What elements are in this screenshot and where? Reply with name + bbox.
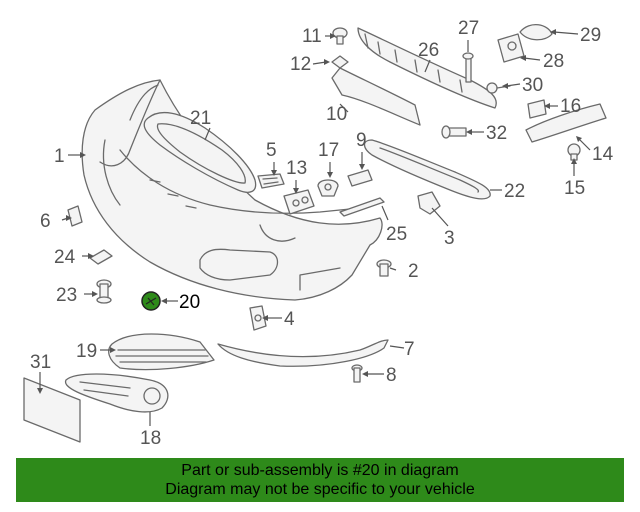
- callout-2: 2: [408, 261, 419, 282]
- part-3-clip: [417, 191, 441, 215]
- callout-10: 10: [326, 104, 347, 125]
- part-2-bolt: [376, 259, 392, 277]
- info-banner: Part or sub-assembly is #20 in diagram D…: [16, 458, 624, 502]
- part-25-trim-strip: [339, 197, 385, 217]
- part-22-grille-frame: [363, 139, 491, 200]
- callout-14: 14: [592, 144, 614, 165]
- part-31-license-plate: [23, 377, 81, 443]
- part-6-bracket: [67, 205, 83, 227]
- part-19-grille: [108, 333, 215, 371]
- part-23-bolt: [96, 279, 112, 304]
- callout-28: 28: [543, 51, 564, 72]
- callout-23: 23: [56, 285, 77, 306]
- part-8-bolt: [351, 364, 363, 383]
- part-32-bolt: [441, 125, 467, 139]
- callout-32: 32: [486, 123, 507, 144]
- callout-7: 7: [404, 339, 415, 360]
- part-28-bracket: [497, 33, 525, 63]
- leader-lines: [37, 29, 591, 426]
- callout-25: 25: [386, 224, 407, 245]
- part-5-bracket: [257, 173, 285, 189]
- callout-4: 4: [284, 309, 295, 330]
- part-20-highlighted: [141, 291, 161, 311]
- callout-12: 12: [290, 54, 311, 75]
- part-13-bracket: [283, 189, 315, 215]
- callout-6: 6: [40, 211, 51, 232]
- callout-18: 18: [140, 428, 161, 449]
- callout-15: 15: [564, 178, 585, 199]
- part-29-cap: [519, 24, 553, 41]
- callout-30: 30: [522, 75, 543, 96]
- callout-16: 16: [560, 96, 581, 117]
- part-16-clip: [527, 99, 547, 119]
- callout-19: 19: [76, 341, 97, 362]
- parts-diagram: 1 21 11 12 10 5 13 17 9 25 3 2 4 6 24 23…: [23, 18, 614, 449]
- callout-8: 8: [386, 365, 397, 386]
- part-15-push-pin: [567, 143, 581, 161]
- callout-31: 31: [30, 352, 51, 373]
- part-12-plate: [331, 55, 349, 69]
- callout-20: 20: [179, 292, 200, 313]
- part-4-nut: [249, 305, 267, 331]
- part-17-retainer: [317, 179, 339, 197]
- callout-13: 13: [286, 158, 307, 179]
- callout-24: 24: [54, 247, 76, 268]
- callout-11: 11: [302, 26, 322, 47]
- part-10-bracket: [331, 67, 421, 126]
- callout-1: 1: [54, 146, 65, 167]
- callout-22: 22: [504, 181, 525, 202]
- part-18-grille-insert: [65, 373, 169, 413]
- part-14-bracket: [525, 103, 607, 143]
- callout-5: 5: [266, 140, 277, 161]
- callout-21: 21: [190, 108, 211, 129]
- callout-17: 17: [318, 140, 339, 161]
- callout-27: 27: [458, 18, 479, 39]
- callouts: 1 21 11 12 10 5 13 17 9 25 3 2 4 6 24 23…: [30, 18, 614, 449]
- part-9-bracket: [347, 169, 373, 187]
- part-21-grille-frame: [143, 111, 257, 193]
- part-24-clip: [89, 249, 113, 265]
- part-27-bolt: [462, 52, 474, 83]
- callout-9: 9: [356, 130, 367, 151]
- callout-29: 29: [580, 25, 601, 46]
- banner-line-2: Diagram may not be specific to your vehi…: [165, 481, 475, 498]
- banner-line-1: Part or sub-assembly is #20 in diagram: [181, 462, 459, 479]
- callout-3: 3: [444, 228, 455, 249]
- part-7-trim: [217, 339, 389, 367]
- part-11-clip: [332, 27, 348, 45]
- callout-26: 26: [418, 40, 439, 61]
- part-30-screw: [486, 82, 511, 94]
